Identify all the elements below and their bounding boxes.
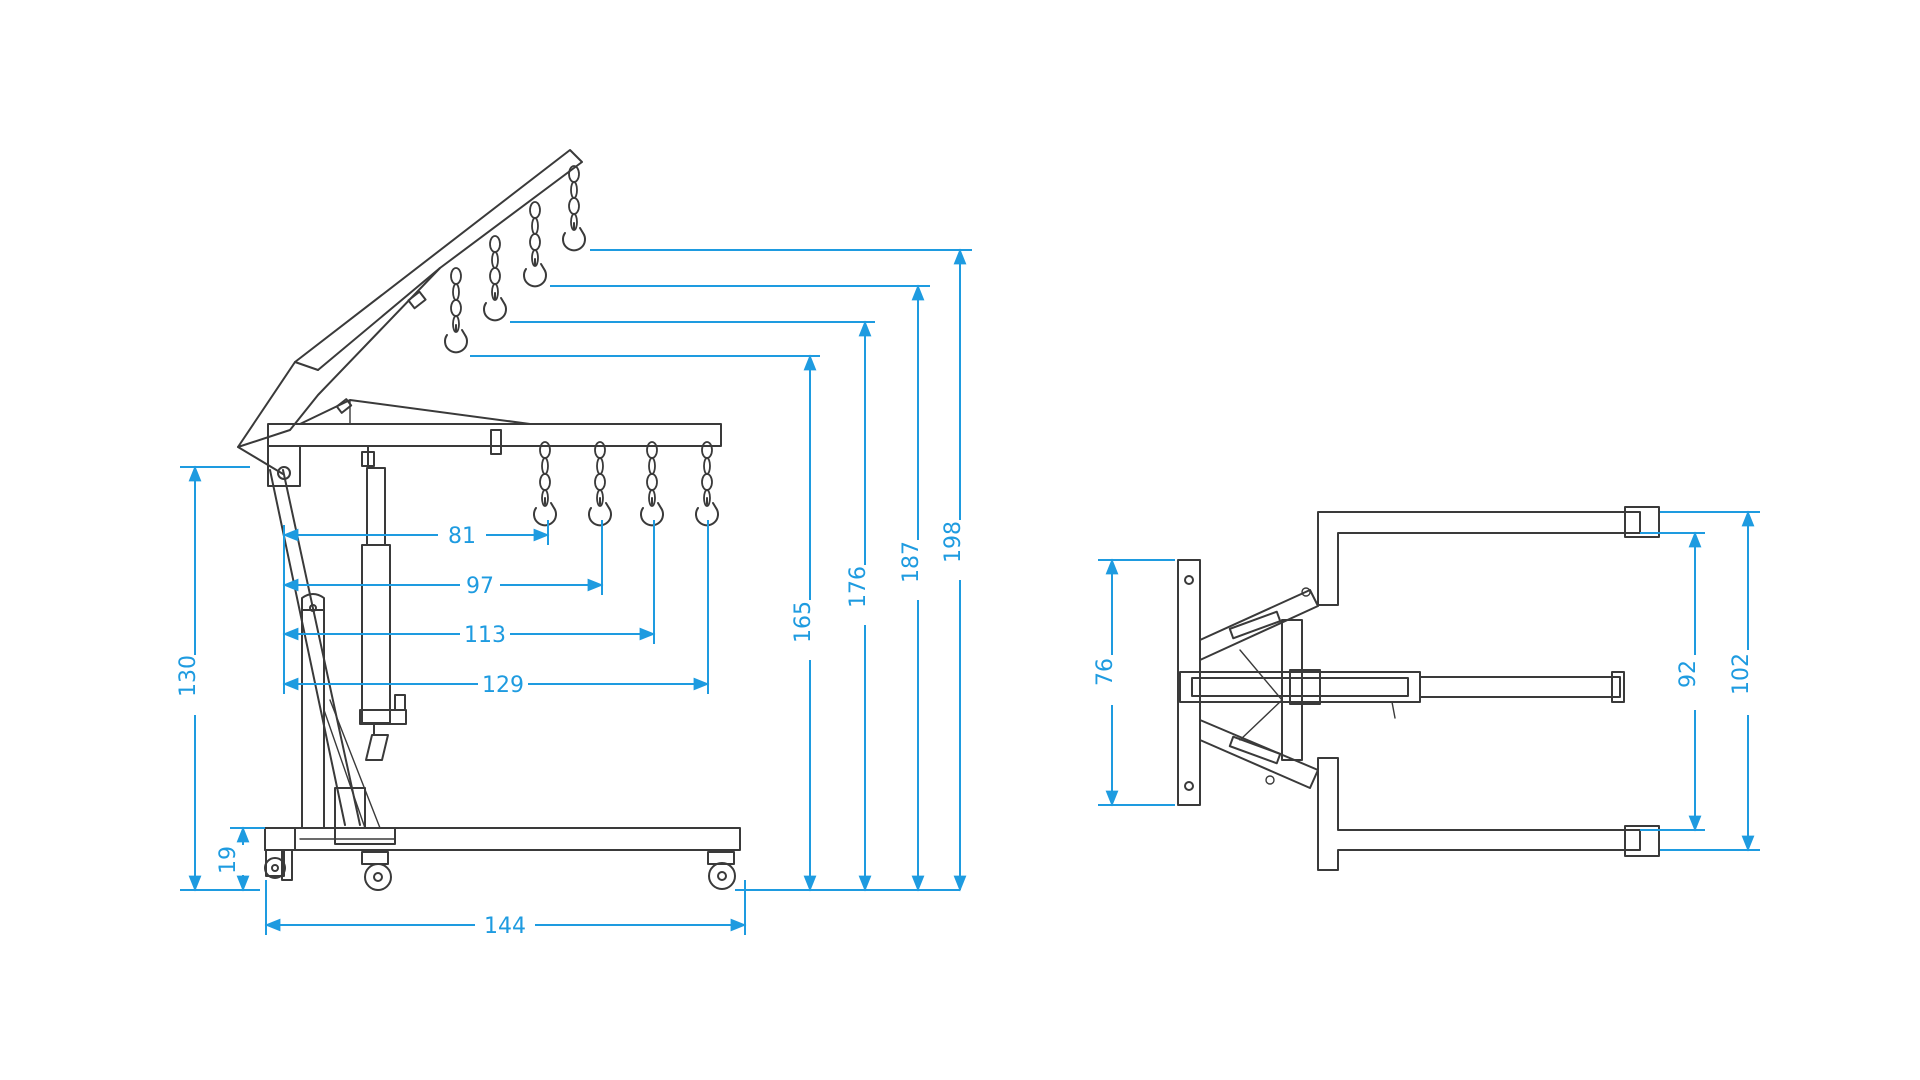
boom-top (1179, 671, 1421, 703)
hook-position-97 (588, 441, 612, 527)
dim-height-187: 187 (550, 284, 930, 892)
inclined-boom (237, 149, 583, 475)
leg-lower (1317, 757, 1641, 871)
dim-reach-113: 113 (282, 520, 656, 648)
dim-height-176: 176 (510, 320, 875, 892)
leg-upper (1317, 511, 1641, 606)
brace-lower (1199, 719, 1319, 789)
hook-position-113 (640, 441, 664, 527)
label-176: 176 (846, 566, 871, 608)
caster-upper (1624, 506, 1660, 538)
label-113: 113 (464, 623, 506, 648)
dim-reach-97: 97 (282, 520, 604, 599)
wheel-middle (361, 851, 392, 891)
label-76: 76 (1093, 658, 1118, 686)
brace-upper (1199, 589, 1319, 661)
dim-reach-129: 129 (282, 520, 710, 698)
dim-length-144: 144 (264, 880, 747, 939)
hydraulic-ram (359, 467, 407, 761)
hook-high-176 (483, 235, 507, 322)
label-130: 130 (176, 655, 201, 697)
label-102: 102 (1729, 653, 1754, 695)
label-198: 198 (941, 521, 966, 563)
hook-high-198 (562, 165, 586, 252)
label-97: 97 (466, 574, 494, 599)
hook-high-165 (444, 267, 468, 354)
label-19: 19 (216, 846, 241, 874)
side-view-drawing: 81 97 113 129 130 (176, 149, 972, 939)
label-92: 92 (1676, 660, 1701, 688)
label-187: 187 (899, 541, 924, 583)
mast (269, 469, 396, 845)
base-leg (264, 827, 741, 851)
label-165: 165 (791, 601, 816, 643)
dim-width-92: 92 (1640, 531, 1705, 832)
dim-height-198: 198 (590, 248, 972, 892)
hook-high-187 (523, 201, 547, 288)
dim-height-130: 130 (176, 465, 260, 892)
label-81: 81 (448, 524, 476, 549)
label-129: 129 (482, 673, 524, 698)
dim-height-165: 165 (470, 354, 820, 892)
dim-width-102: 102 (1660, 510, 1760, 852)
center-column (1281, 619, 1303, 761)
dim-height-19: 19 (216, 826, 265, 892)
dim-width-76: 76 (1093, 558, 1175, 807)
dim-reach-81: 81 (282, 520, 550, 550)
wheel-rear-left (264, 849, 293, 881)
rear-crossbar (1177, 559, 1201, 806)
label-144: 144 (484, 914, 526, 939)
hook-position-81 (533, 441, 557, 527)
top-view-drawing: 76 92 102 (1093, 506, 1760, 871)
boom-extension (1419, 676, 1621, 698)
hook-position-129 (695, 441, 719, 527)
caster-lower (1624, 825, 1660, 857)
wheel-front (707, 851, 736, 890)
